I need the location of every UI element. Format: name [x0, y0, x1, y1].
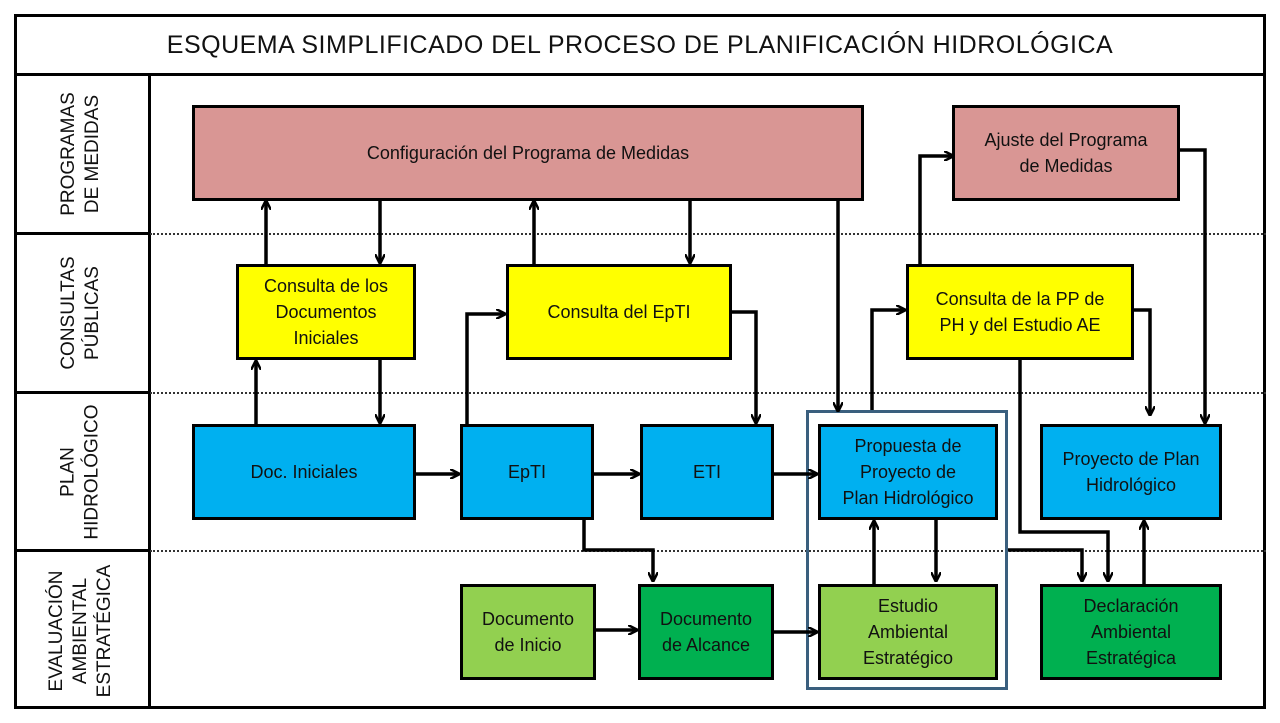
box-documento-alcance: Documento de Alcance: [638, 584, 774, 680]
arrow-epti-to-consultaepti: [465, 314, 504, 424]
lane-divider: [148, 75, 151, 709]
diagram-title: ESQUEMA SIMPLIFICADO DEL PROCESO DE PLAN…: [166, 30, 1114, 59]
lane-separator: [14, 232, 148, 235]
box-configuracion-programa: Configuración del Programa de Medidas: [192, 105, 864, 201]
lane-separator: [14, 391, 148, 394]
arrow-ajuste-to-proyecto: [1180, 148, 1205, 422]
box-ajuste-programa: Ajuste del Programa de Medidas: [952, 105, 1180, 201]
box-consulta-documentos: Consulta de los Documentos Iniciales: [236, 264, 416, 360]
box-consulta-pp: Consulta de la PP de PH y del Estudio AE: [906, 264, 1134, 360]
lane-dotted-separator: [150, 550, 1266, 552]
arrow-consultapp-to-declaracion: [1018, 360, 1108, 580]
box-documento-inicio: Documento de Inicio: [460, 584, 596, 680]
arrow-epti-to-docalcance: [582, 520, 653, 580]
arrow-consultapp-to-ajuste: [918, 156, 952, 264]
box-eti: ETI: [640, 424, 774, 520]
box-doc-iniciales: Doc. Iniciales: [192, 424, 416, 520]
lane-dotted-separator: [150, 392, 1266, 394]
title-divider: [14, 73, 1266, 76]
box-estudio-ambiental: Estudio Ambiental Estratégico: [818, 584, 998, 680]
arrow-consultaepti-to-eti: [732, 310, 756, 422]
box-epti: EpTI: [460, 424, 594, 520]
box-consulta-epti: Consulta del EpTI: [506, 264, 732, 360]
box-propuesta-proyecto: Propuesta de Proyecto de Plan Hidrológic…: [818, 424, 998, 520]
lane-separator: [14, 549, 148, 552]
arrow-group-to-declaracion: [1008, 548, 1082, 580]
arrow-consultapp-to-proyecto: [1134, 308, 1150, 414]
diagram-frame: [14, 14, 1266, 709]
box-declaracion-ambiental: Declaración Ambiental Estratégica: [1040, 584, 1222, 680]
arrow-propuesta-to-consultapp: [870, 310, 904, 410]
box-proyecto-plan: Proyecto de Plan Hidrológico: [1040, 424, 1222, 520]
lane-dotted-separator: [150, 233, 1266, 235]
propuesta-estudio-group: [806, 410, 1008, 690]
